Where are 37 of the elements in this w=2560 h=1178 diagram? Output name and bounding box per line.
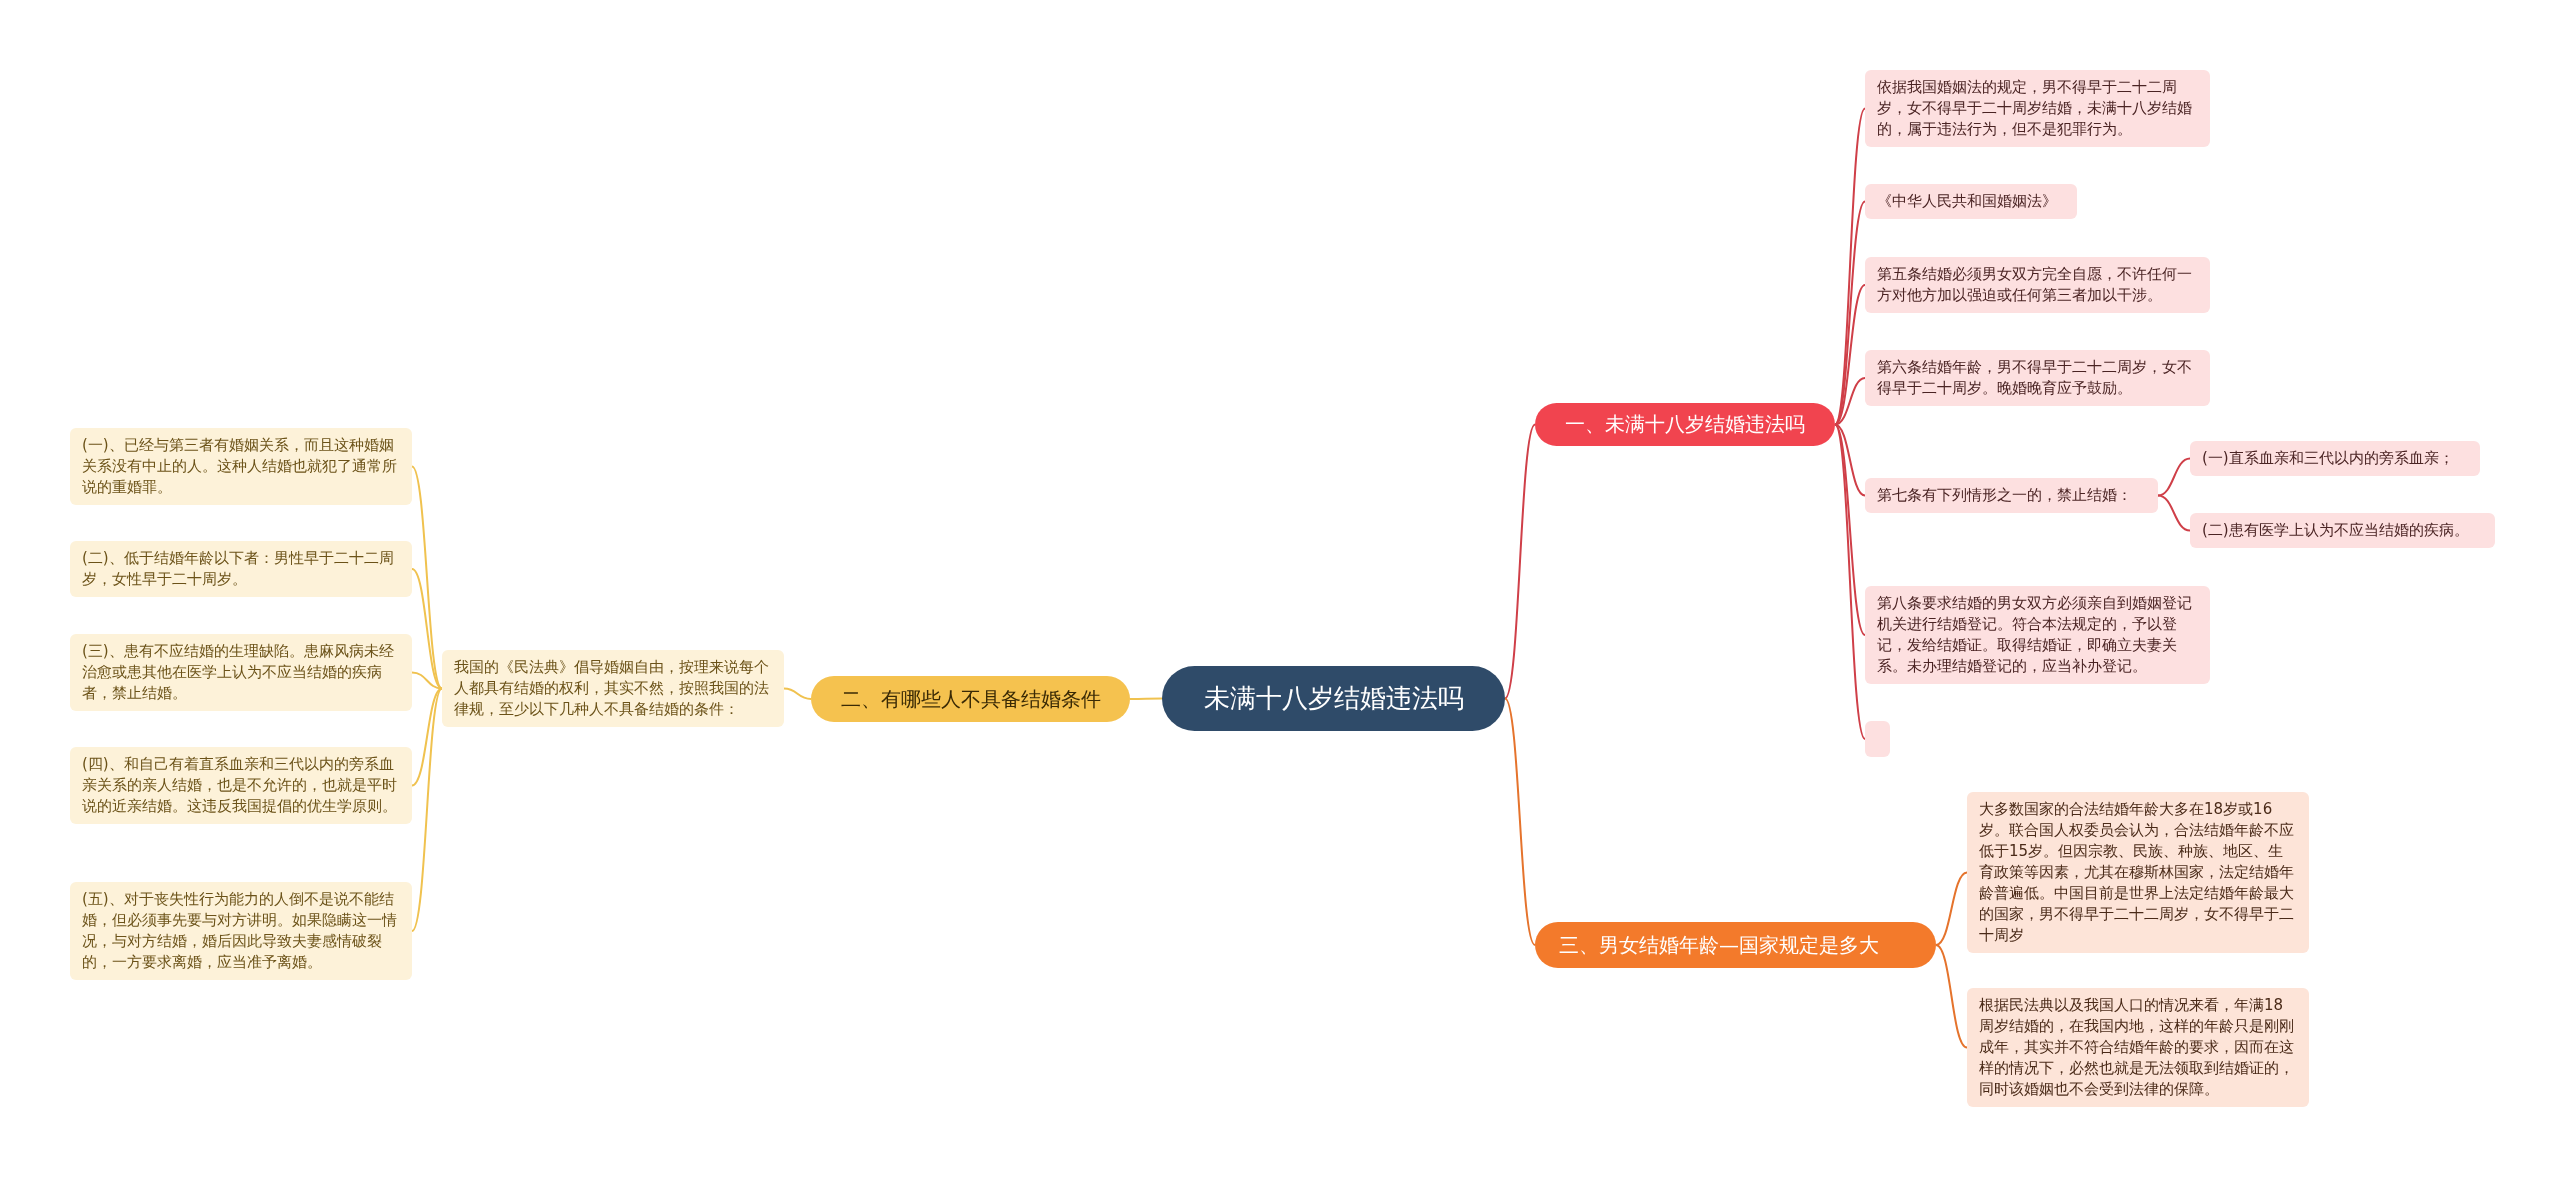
connector-line [1834, 423, 1866, 497]
note-box: 根据民法典以及我国人口的情况来看，年满18周岁结婚的，在我国内地，这样的年龄只是刚刚成年，其实并不符合结婚年龄的要求，因而在这样的情况下，必然也就是无法领取到结婚证的，同时该婚姻也不会受到法律的保障。 [1967, 988, 2309, 1107]
note-box: (一)直系血亲和三代以内的旁系血亲； [2190, 441, 2480, 476]
central-topic: 未满十八岁结婚违法吗 [1162, 666, 1505, 731]
connector-line [1834, 423, 1866, 636]
connector-line [411, 465, 443, 690]
note-box: (二)、低于结婚年龄以下者：男性早于二十二周岁，女性早于二十周岁。 [70, 541, 412, 597]
connector-line [1504, 423, 1536, 700]
connector-line [411, 687, 443, 932]
note-box: (五)、对于丧失性行为能力的人倒不是说不能结婚，但必须事先要与对方讲明。如果隐瞒这一情况，与对方结婚，婚后因此导致夫妻感情破裂的，一方要求离婚，应当准予离婚。 [70, 882, 412, 980]
note-box: (一)、已经与第三者有婚姻关系，而且这种婚姻关系没有中止的人。这种人结婚也就犯了通常所说的重婚罪。 [70, 428, 412, 505]
connector-line [2157, 457, 2191, 497]
connector-line [411, 687, 443, 787]
connector-line [783, 687, 812, 700]
note-box: 我国的《民法典》倡导婚姻自由，按理来说每个人都具有结婚的权利，其实不然，按照我国的法律规，至少以下几种人不具备结婚的条件： [442, 650, 784, 727]
connector-line [1834, 377, 1866, 426]
branch-topic: 三、男女结婚年龄—国家规定是多大 [1535, 922, 1936, 968]
note-box: (二)患有医学上认为不应当结婚的疾病。 [2190, 513, 2495, 548]
connector-line [1504, 697, 1536, 946]
connector-line [411, 568, 443, 690]
note-box: 第八条要求结婚的男女双方必须亲自到婚姻登记机关进行结婚登记。符合本法规定的，予以登记，发给结婚证。取得结婚证，即确立夫妻关系。未办理结婚登记的，应当补办登记。 [1865, 586, 2210, 684]
note-box: (四)、和自己有着直系血亲和三代以内的旁系血亲关系的亲人结婚，也是不允许的，也就是平时说的近亲结婚。这违反我国提倡的优生学原则。 [70, 747, 412, 824]
note-box: 第五条结婚必须男女双方完全自愿，不许任何一方对他方加以强迫或任何第三者加以干涉。 [1865, 257, 2210, 313]
branch-topic: 二、有哪些人不具备结婚条件 [811, 676, 1130, 722]
note-box: 大多数国家的合法结婚年龄大多在18岁或16岁。联合国人权委员会认为，合法结婚年龄不应低于15岁。但因宗教、民族、种族、地区、生育政策等因素，尤其在穆斯林国家，法定结婚年龄普遍低。中国目前是世界上法定结婚年龄最大的国家，男不得早于二十二周岁，女不得早于二十周岁 [1967, 792, 2309, 953]
note-box: 依据我国婚姻法的规定，男不得早于二十二周岁，女不得早于二十周岁结婚，未满十八岁结婚的，属于违法行为，但不是犯罪行为。 [1865, 70, 2210, 147]
connector-line [1935, 871, 1968, 946]
branch-topic: 一、未满十八岁结婚违法吗 [1535, 403, 1835, 446]
connector-line [2157, 494, 2191, 532]
empty-note-box [1865, 721, 1890, 757]
connector-line [1935, 944, 1968, 1049]
connector-line [411, 671, 443, 690]
note-box: (三)、患有不应结婚的生理缺陷。患麻风病未经治愈或患其他在医学上认为不应当结婚的疾病者，禁止结婚。 [70, 634, 412, 711]
note-box: 第六条结婚年龄，男不得早于二十二周岁，女不得早于二十周岁。晚婚晚育应予鼓励。 [1865, 350, 2210, 406]
note-box: 《中华人民共和国婚姻法》 [1865, 184, 2077, 219]
note-box: 第七条有下列情形之一的，禁止结婚： [1865, 478, 2158, 513]
connector-line [1129, 697, 1163, 700]
